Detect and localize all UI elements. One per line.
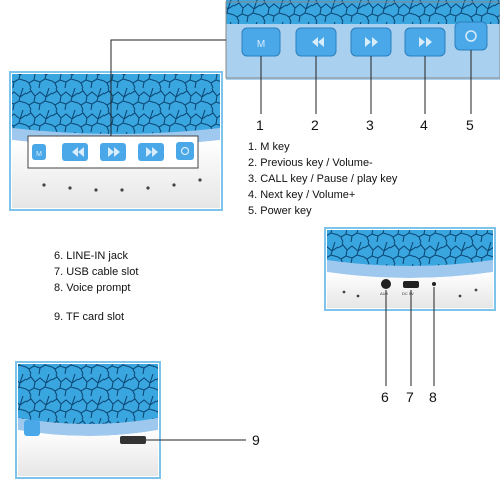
callout-6: 6 <box>381 389 389 405</box>
legend-item-next-key: 4. Next key / Volume+ <box>248 189 356 201</box>
callout-4: 4 <box>420 117 428 133</box>
legend-item-voice-prompt: 8. Voice prompt <box>54 282 131 294</box>
legend-item-tf-card-slot: 9. TF card slot <box>54 311 125 323</box>
callout-5: 5 <box>466 117 474 133</box>
voice-prompt-hole <box>432 282 436 286</box>
legend-item-usb-slot: 7. USB cable slot <box>54 266 139 278</box>
usb-slot <box>403 281 419 288</box>
callout-8: 8 <box>429 389 437 405</box>
aux-label: AUX <box>380 291 389 296</box>
dc-label: DC 5V <box>402 291 414 296</box>
aux-jack <box>381 279 391 289</box>
play-pause-icon <box>365 37 378 47</box>
callout-3: 3 <box>366 117 374 133</box>
callout-1: 1 <box>256 117 264 133</box>
callout-2: 2 <box>311 117 319 133</box>
svg-text:M: M <box>36 151 42 158</box>
tf-card-slot <box>120 436 146 444</box>
next-icon <box>419 37 432 47</box>
m-key-icon: M <box>257 39 265 50</box>
speaker-port-view <box>324 227 496 386</box>
legend-item-previous-key: 2. Previous key / Volume- <box>248 157 373 169</box>
power-icon <box>465 30 477 42</box>
speaker-side-view <box>15 361 246 479</box>
legend-item-power-key: 5. Power key <box>248 205 312 217</box>
legend-item-call-key: 3. CALL key / Pause / play key <box>248 173 398 185</box>
legend-item-m-key: 1. M key <box>248 141 290 153</box>
legend-item-line-in-jack: 6. LINE-IN jack <box>54 250 128 262</box>
callout-7: 7 <box>406 389 414 405</box>
power-closeup-button <box>454 21 488 51</box>
callout-9: 9 <box>252 432 260 448</box>
speaker-front-view: M <box>9 39 226 211</box>
button-closeup: M <box>225 0 500 114</box>
previous-icon <box>312 37 324 47</box>
